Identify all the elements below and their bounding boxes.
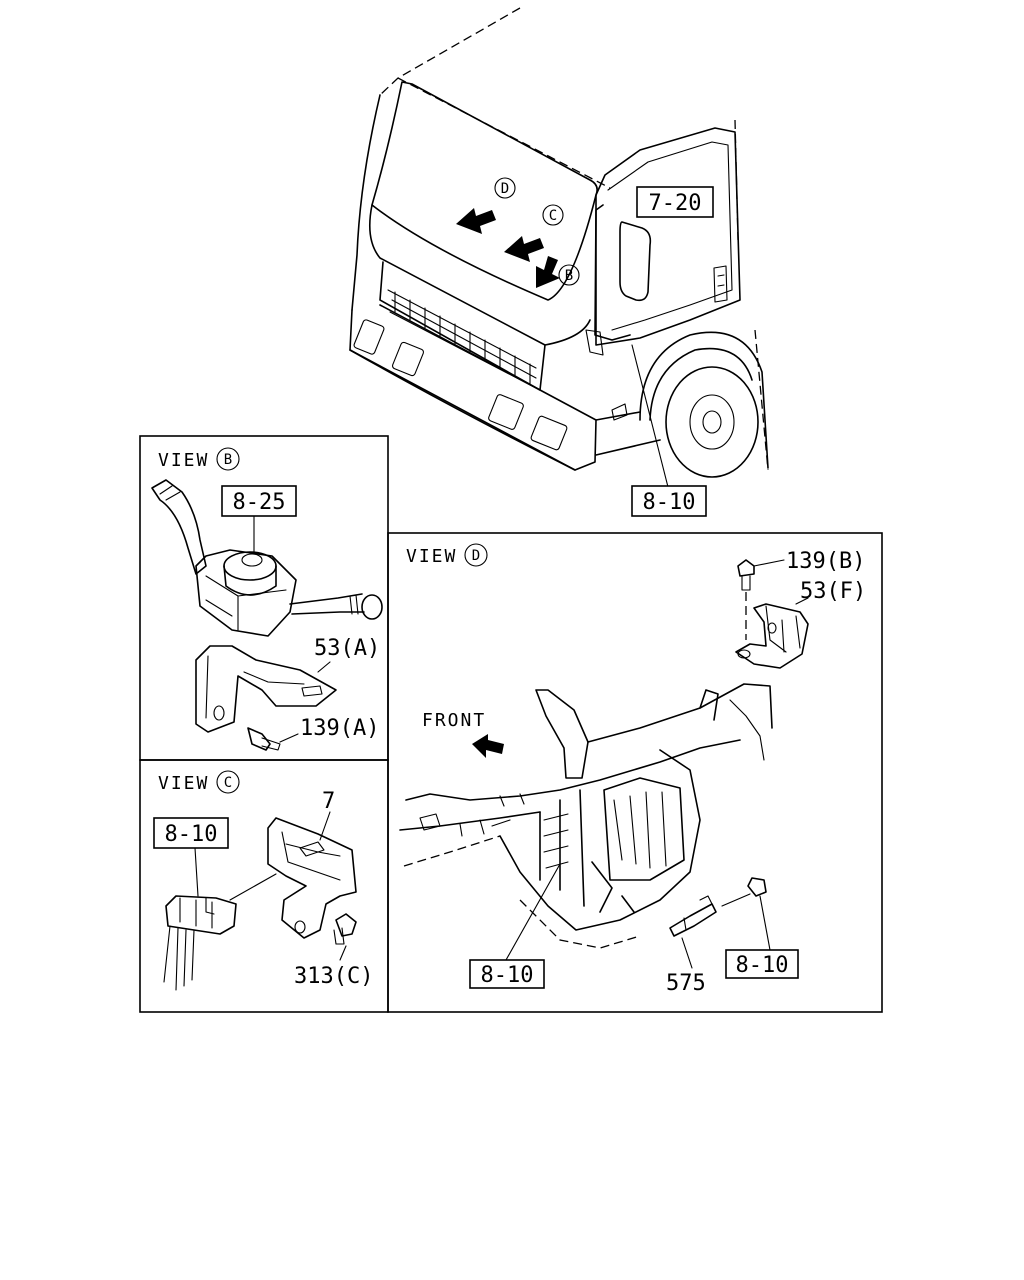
part-139a: 139(A) (300, 716, 379, 741)
bolt-139b-drawing (737, 559, 785, 640)
part-139b: 139(B) (786, 549, 865, 574)
bracket-7-drawing (267, 817, 357, 939)
bracket-53a-drawing (195, 645, 337, 733)
view-b-prefix: VIEW (158, 450, 209, 471)
truck-cab-illustration: 7-20 D C B 8-10 (349, 7, 769, 517)
view-d-prefix: VIEW (406, 546, 457, 567)
sensor-575-drawing (669, 877, 771, 969)
view-marker-c: C (549, 208, 557, 224)
view-c-panel: VIEW C 8-10 7 313(C) (139, 759, 389, 1013)
view-c-letter: C (224, 775, 232, 791)
view-marker-d: D (501, 181, 509, 197)
part-53f: 53(F) (800, 579, 866, 604)
view-c-prefix: VIEW (158, 773, 209, 794)
dashboard-hvac-drawing (399, 683, 773, 949)
bracket-53f-drawing (735, 597, 809, 669)
view-b-panel: VIEW B 8-25 53(A) (139, 435, 389, 761)
combination-switch-drawing (151, 479, 383, 637)
callout-8-10-view-d-right: 8-10 (736, 953, 789, 978)
front-label: FRONT (422, 710, 486, 731)
part-313c: 313(C) (294, 964, 373, 989)
callout-8-25: 8-25 (233, 490, 286, 515)
part-575: 575 (666, 971, 706, 996)
part-53a: 53(A) (314, 636, 380, 661)
view-d-panel: VIEW D 139(B) 53(F) FRONT (387, 532, 883, 1013)
view-marker-b: B (565, 268, 573, 284)
front-arrow-icon (472, 734, 504, 758)
view-b-letter: B (224, 452, 232, 468)
callout-8-10-main: 8-10 (643, 490, 696, 515)
part-7: 7 (322, 789, 335, 814)
callout-8-10-view-d-left: 8-10 (481, 963, 534, 988)
bolt-139a-drawing (247, 727, 299, 751)
connector-drawing (163, 873, 277, 991)
callout-7-20: 7-20 (649, 191, 702, 216)
view-d-letter: D (472, 548, 480, 564)
callout-8-10-view-c: 8-10 (165, 822, 218, 847)
bolt-313c-drawing (333, 913, 357, 961)
